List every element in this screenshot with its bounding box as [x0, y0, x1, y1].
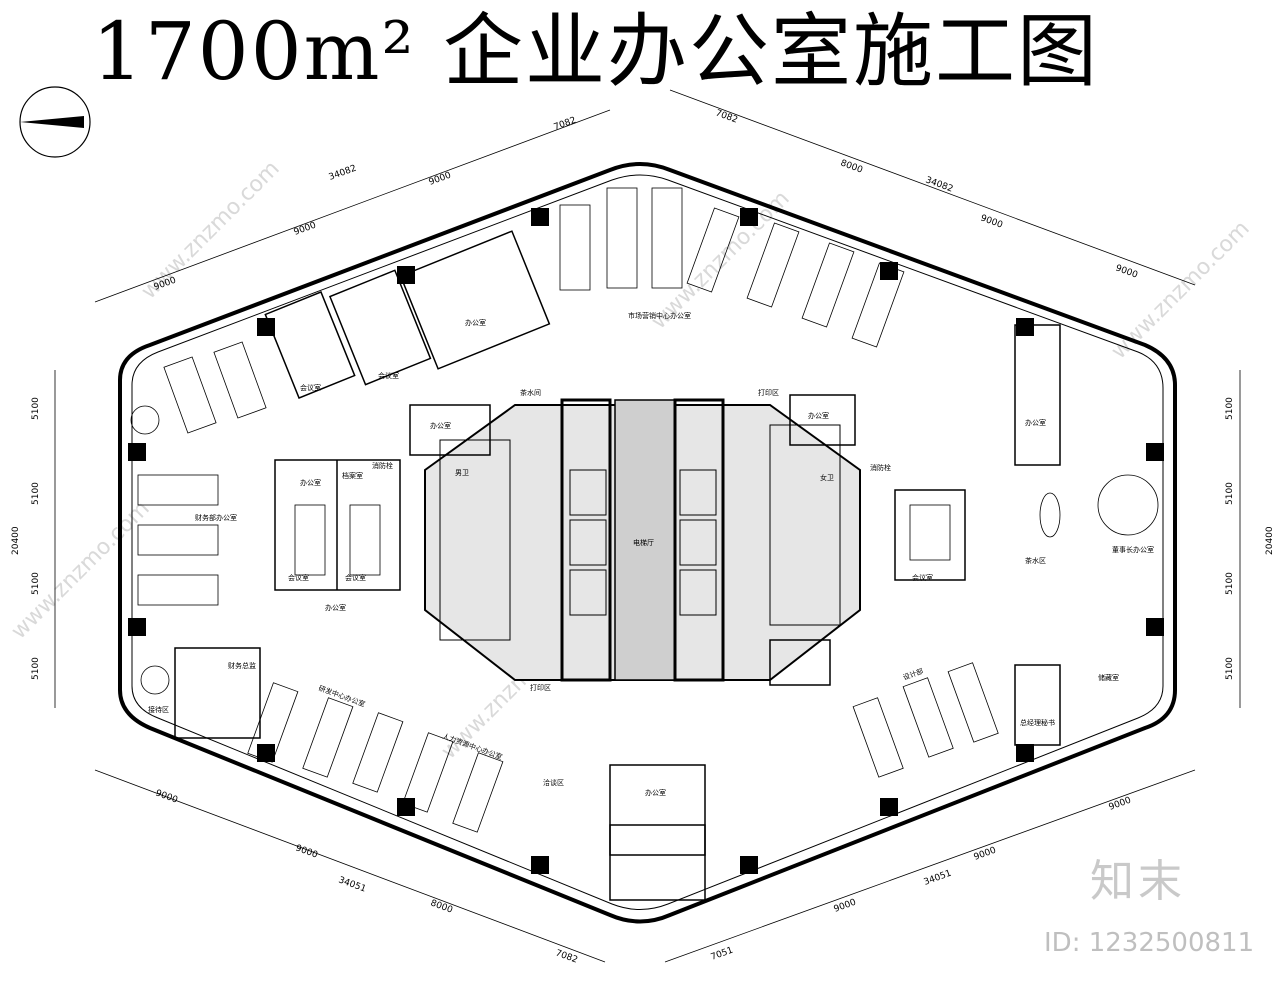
room-fire-1: 消防栓 [372, 461, 393, 470]
dim-left-3: 5100 [31, 572, 41, 595]
room-office-c: 办公室 [325, 603, 346, 612]
dim-bottom-right-total: 34051 [923, 869, 953, 888]
room-meeting-1: 会议室 [300, 383, 321, 392]
dim-left-total: 20400 [11, 526, 21, 555]
dim-left-2: 5100 [31, 482, 41, 505]
room-meeting-3: 会议室 [288, 573, 309, 582]
room-print-2: 打印区 [530, 683, 551, 692]
room-office-b: 办公室 [300, 478, 321, 487]
dim-top-left-4: 7082 [553, 116, 578, 133]
building-outline [118, 162, 1177, 924]
svg-text:www.znzmo.com: www.znzmo.com [1107, 216, 1255, 364]
workstations [130, 187, 1159, 833]
room-partitions [174, 230, 1061, 901]
dimension-lines [54, 89, 1241, 963]
image-id: ID: 1232500811 [1044, 928, 1255, 958]
dim-right-total: 20400 [1265, 526, 1275, 555]
room-elevator-hall: 电梯厅 [633, 538, 654, 547]
dim-top-right-1: 7082 [714, 108, 739, 125]
room-restroom-f: 女卫 [820, 473, 834, 482]
dim-top-right-total: 34082 [924, 175, 954, 194]
room-restroom-m: 男卫 [455, 469, 469, 477]
dim-right-3: 5100 [1225, 572, 1235, 595]
room-tea-2: 茶水区 [1025, 556, 1046, 565]
dim-top-right-4: 9000 [1114, 263, 1139, 280]
room-reception: 接待区 [148, 705, 169, 714]
room-rd: 研发中心办公室 [317, 683, 366, 708]
dim-top-right-3: 9000 [979, 213, 1004, 230]
room-meeting-4: 会议室 [345, 573, 366, 582]
room-meeting-2: 会议室 [378, 371, 399, 380]
room-office-f: 办公室 [645, 788, 666, 797]
dim-top-left-total: 34082 [328, 164, 358, 183]
room-print-1: 打印区 [758, 388, 779, 397]
dim-bottom-left-3: 8000 [429, 898, 454, 915]
dim-top-left-2: 9000 [293, 220, 318, 237]
room-office-a: 办公室 [465, 318, 486, 327]
north-arrow-icon [19, 86, 91, 158]
building-core [424, 398, 861, 682]
room-marketing: 市场营销中心办公室 [628, 311, 691, 320]
room-storage: 储藏室 [1098, 673, 1119, 682]
room-office-d: 办公室 [430, 421, 451, 430]
structural-columns [128, 208, 1164, 874]
dim-top-left-3: 9000 [428, 170, 453, 187]
room-lounge: 洽谈区 [543, 778, 564, 787]
room-gm-secretary: 总经理秘书 [1020, 718, 1055, 727]
room-fire-2: 消防栓 [870, 463, 891, 472]
room-finance: 财务部办公室 [195, 513, 237, 522]
brand-logo: 知末 [1090, 856, 1186, 907]
dim-bottom-left-1: 9000 [154, 788, 179, 805]
dim-bottom-left-2: 9000 [294, 843, 319, 860]
dim-left-1: 5100 [31, 397, 41, 420]
room-archive: 档案室 [342, 471, 363, 480]
room-office-e: 办公室 [808, 411, 829, 420]
dim-bottom-right-4: 9000 [1108, 795, 1133, 812]
dim-right-4: 5100 [1225, 657, 1235, 680]
dim-bottom-right-3: 9000 [973, 845, 998, 862]
room-finance-office: 财务总监 [228, 661, 256, 670]
room-office-g: 办公室 [1025, 418, 1046, 427]
room-design: 设计部 [902, 666, 925, 682]
page-title: 1700m² 企业办公室施工图 [92, 5, 1099, 98]
dim-bottom-right-1: 7051 [710, 946, 735, 963]
room-meeting-5: 会议室 [912, 573, 933, 582]
dim-right-2: 5100 [1225, 482, 1235, 505]
room-tea: 茶水间 [520, 388, 541, 397]
dim-right-1: 5100 [1225, 397, 1235, 420]
dim-left-4: 5100 [31, 657, 41, 680]
dim-bottom-left-total: 34051 [337, 875, 367, 894]
room-board: 董事长办公室 [1112, 545, 1154, 554]
